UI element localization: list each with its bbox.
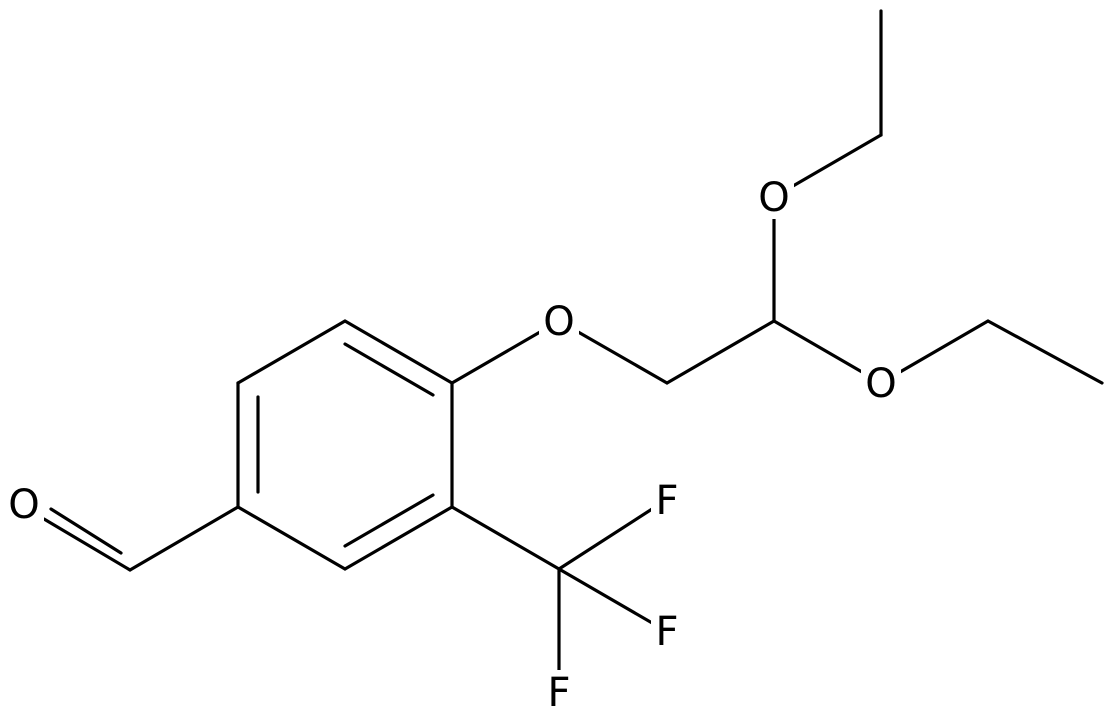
- bond-ring-5: [343, 505, 454, 571]
- bond-ch2-ch: [665, 319, 776, 385]
- atom-label-o-mid: O: [865, 361, 896, 407]
- atom-label-f1: F: [655, 478, 678, 524]
- bonds: [42, 9, 1104, 692]
- atom-top-oxygen: O: [754, 175, 794, 221]
- bond-aldehyde-co-2: [49, 507, 123, 555]
- bond-ring-6: [236, 505, 347, 571]
- bond-aldehyde-co-1: [42, 517, 132, 572]
- bond-cf3-f2: [557, 567, 668, 633]
- atom-label-f2: F: [655, 609, 678, 655]
- bond-cf3-f1: [557, 498, 668, 571]
- atom-fluorine-3: F: [543, 670, 575, 716]
- atom-ether-oxygen: O: [539, 299, 579, 345]
- atom-mid-oxygen: O: [861, 361, 901, 407]
- atom-label-o-top: O: [758, 175, 789, 221]
- bond-ring-3-inner: [343, 342, 435, 397]
- atom-label-o-ether: O: [543, 299, 574, 345]
- atom-label-f3: F: [547, 670, 570, 716]
- atom-labels: O O O O F F F: [4, 175, 901, 716]
- bond-ring-2: [236, 319, 347, 385]
- atom-fluorine-1: F: [651, 478, 683, 524]
- bond-ring-3: [343, 319, 454, 385]
- atom-fluorine-2: F: [651, 609, 683, 655]
- bond-cho-ring: [128, 505, 240, 572]
- atom-label-o-aldehyde: O: [8, 482, 39, 528]
- bond-ring-5-inner: [343, 493, 435, 548]
- bond-ch2-ch3-right: [986, 319, 1104, 385]
- bond-ring-cf3: [450, 505, 561, 571]
- atom-aldehyde-oxygen: O: [4, 482, 44, 528]
